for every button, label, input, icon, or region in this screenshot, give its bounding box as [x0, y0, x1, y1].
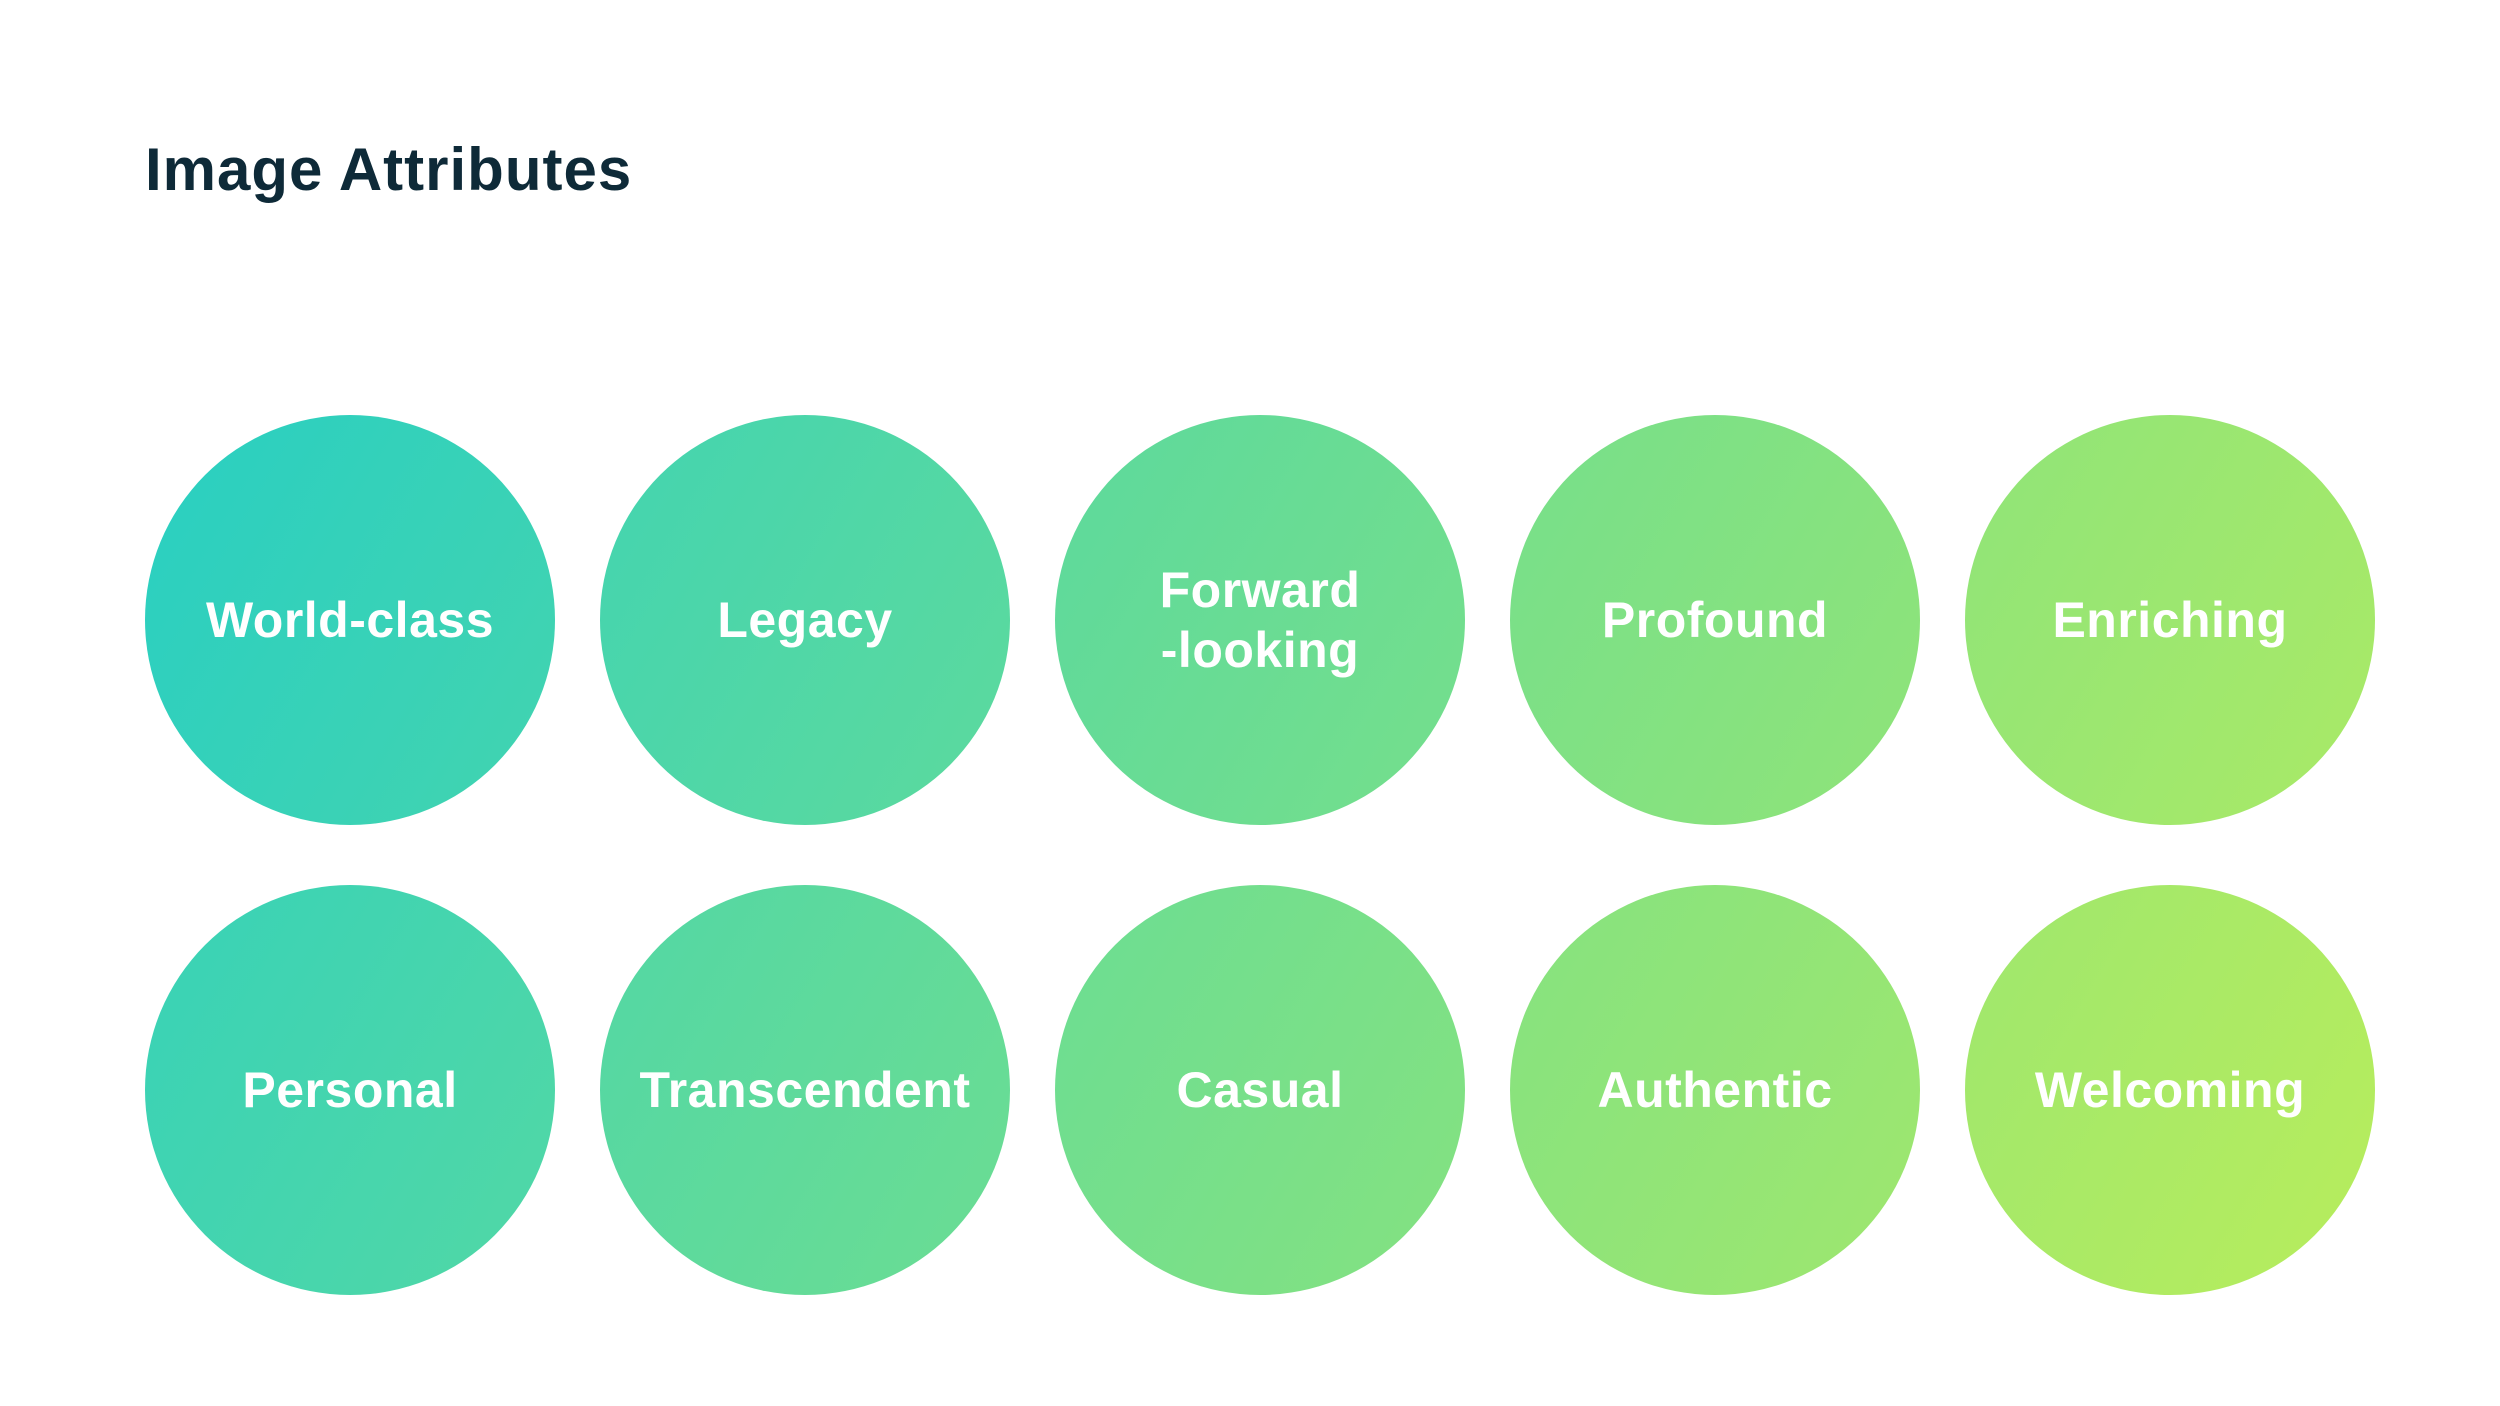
- attribute-label: World-class: [206, 592, 494, 648]
- attribute-circle-personal: Personal: [145, 885, 555, 1295]
- attribute-circle-forward-looking: Forward -looking: [1055, 415, 1465, 825]
- attribute-circle-transcendent: Transcendent: [600, 885, 1010, 1295]
- attribute-circle-legacy: Legacy: [600, 415, 1010, 825]
- attribute-label: Profound: [1601, 592, 1829, 648]
- attribute-label: Forward -looking: [1159, 562, 1361, 678]
- attribute-circle-casual: Casual: [1055, 885, 1465, 1295]
- attribute-label: Legacy: [717, 592, 893, 648]
- attribute-circle-welcoming: Welcoming: [1965, 885, 2375, 1295]
- attribute-label: Welcoming: [2034, 1062, 2306, 1118]
- attribute-circle-profound: Profound: [1510, 415, 1920, 825]
- attribute-label: Transcendent: [639, 1062, 971, 1118]
- attributes-grid: World-class Legacy Forward -looking Prof…: [145, 415, 2375, 1295]
- attribute-label: Authentic: [1597, 1062, 1833, 1118]
- attribute-circle-enriching: Enriching: [1965, 415, 2375, 825]
- attribute-circle-authentic: Authentic: [1510, 885, 1920, 1295]
- attribute-label: Personal: [242, 1062, 458, 1118]
- attribute-label: Enriching: [2052, 592, 2288, 648]
- page-title: Image Attributes: [145, 136, 633, 203]
- attribute-circle-world-class: World-class: [145, 415, 555, 825]
- attribute-label: Casual: [1176, 1062, 1344, 1118]
